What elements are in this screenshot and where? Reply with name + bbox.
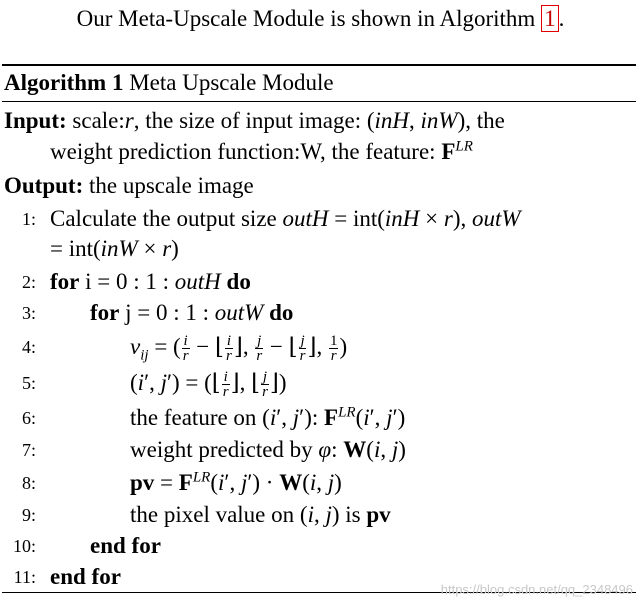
line-text: end for xyxy=(90,533,161,558)
line-number: 10: xyxy=(12,536,36,556)
intro-text: Our Meta-Upscale Module is shown in Algo… xyxy=(76,6,536,31)
input-line-2: weight prediction function:W, the featur… xyxy=(50,137,473,167)
line-text: the pixel value on (i, j) is pv xyxy=(130,502,391,527)
line-text: weight predicted by φ: W(i, j) xyxy=(130,437,406,462)
line-text: pv = FLR(i′, j′) · W(i, j) xyxy=(130,469,342,495)
algorithm-title: Meta Upscale Module xyxy=(129,70,334,95)
line-text: for i = 0 : 1 : outH do xyxy=(50,269,251,294)
line-number: 3: xyxy=(21,303,36,323)
input-label: Input: xyxy=(4,108,67,133)
algorithm-header-rule xyxy=(2,101,636,102)
line-text: the feature on (i′, j′): FLR(i′, j′) xyxy=(130,404,406,430)
line-number: 2: xyxy=(21,272,36,292)
input-line: Input: scale:r, the size of input image:… xyxy=(4,106,505,136)
intro-sentence: Our Meta-Upscale Module is shown in Algo… xyxy=(0,4,641,34)
line-text: end for xyxy=(50,564,121,589)
intro-period: . xyxy=(558,6,565,31)
watermark: https://blog.csdn.net/qq_2348496 xyxy=(440,582,633,597)
output-line: Output: the upscale image xyxy=(4,171,254,201)
output-label: Output: xyxy=(4,173,84,198)
line-number: 6: xyxy=(21,408,36,428)
algorithm-header: Algorithm 1 Meta Upscale Module xyxy=(4,68,334,98)
line-text: = int(inW × r) xyxy=(50,236,179,261)
input-text-1: scale:r, the size of input image: (inH, … xyxy=(72,108,505,133)
line-number: 4: xyxy=(21,337,36,357)
line-number: 8: xyxy=(21,473,36,493)
output-text: the upscale image xyxy=(89,173,254,198)
algorithm-reference-link[interactable]: 1 xyxy=(541,5,559,32)
algorithm-bottom-rule xyxy=(2,592,636,593)
line-number: 11: xyxy=(13,567,36,587)
line-number: 5: xyxy=(21,373,36,393)
algorithm-top-rule xyxy=(2,64,636,66)
line-number: 7: xyxy=(21,440,36,460)
line-number: 9: xyxy=(21,505,36,525)
algorithm-label: Algorithm 1 xyxy=(4,70,124,95)
input-text-2: weight prediction function:W, the featur… xyxy=(50,138,473,164)
line-number: 1: xyxy=(21,209,36,229)
line-text: for j = 0 : 1 : outW do xyxy=(90,300,294,325)
line-text: Calculate the output size outH = int(inH… xyxy=(50,206,521,231)
